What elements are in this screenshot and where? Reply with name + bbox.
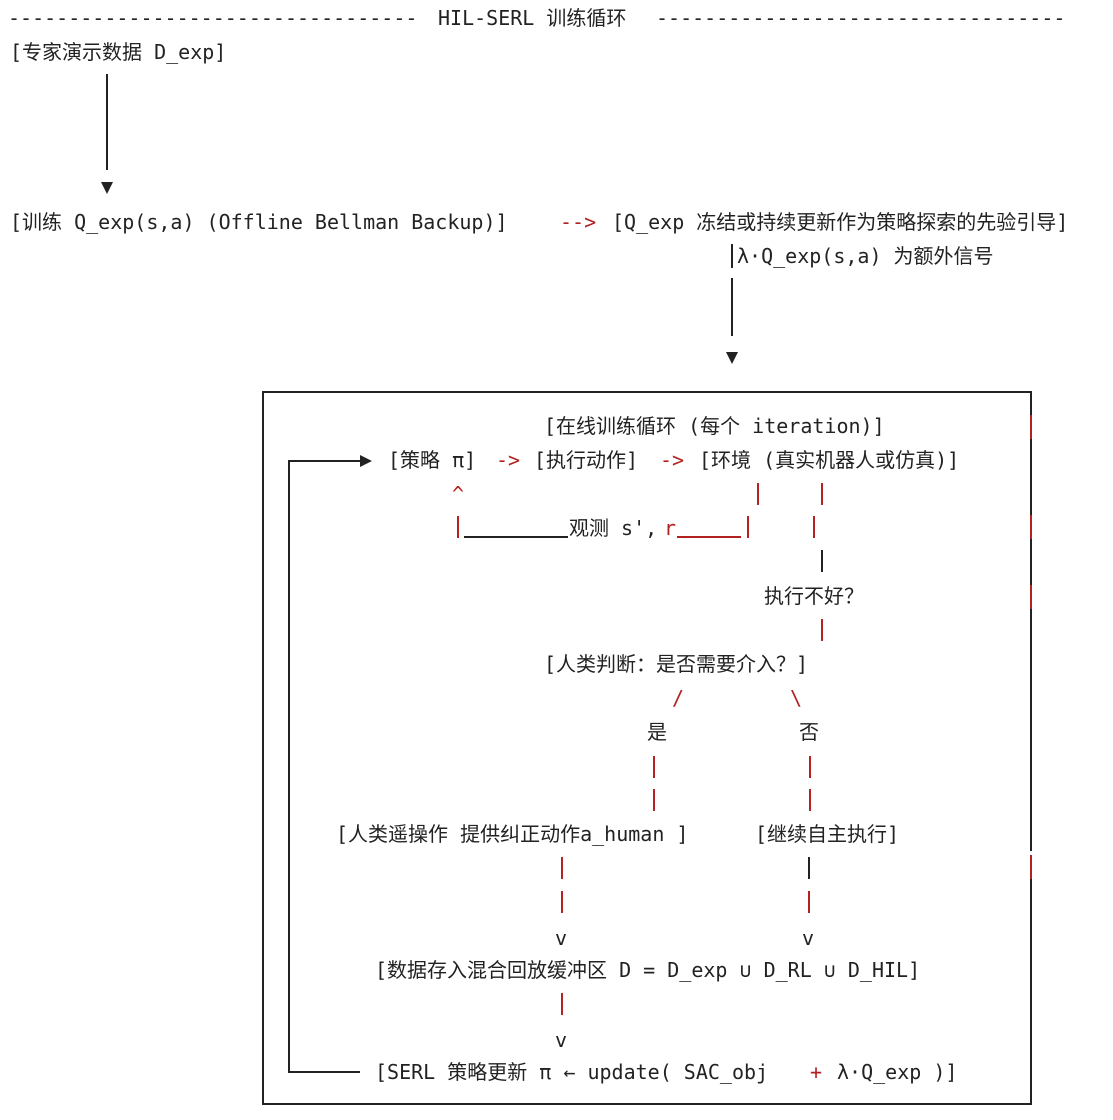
header-dashes-left: ---------------------------------- [8,6,418,30]
expert-data-node: [专家演示数据 D_exp] [10,40,227,64]
teleop-to-store-connector-2 [561,891,563,913]
auto-to-store-arrowhead: v [802,926,815,950]
online-loop-title: [在线训练循环 (每个 iteration)] [544,414,885,438]
loop-box-right-border-bottom [1030,879,1032,1105]
expert-to-train-connector [106,74,108,170]
serl-update-node-end: λ·Q_exp )] [837,1060,958,1084]
action-to-env-arrow: -> [660,448,685,472]
observation-reward: r [664,516,677,540]
loop-box-right-border-mid [1030,451,1032,851]
env-to-check-connector-2 [813,516,815,538]
no-label: 否 [799,720,819,744]
buffer-to-update-connector [561,993,563,1015]
feedback-loop-top-segment [288,460,360,462]
header-dashes-right: ---------------------------------- [656,6,1066,30]
serl-update-node: [SERL 策略更新 π ← update( SAC_obj [375,1060,769,1084]
bad-execution-check: 执行不好？ [764,584,864,608]
train-to-qexp-arrow: --> [560,210,597,234]
diagram-title: HIL-SERL 训练循环 [438,6,627,30]
policy-node: [策略 π] [388,448,477,472]
no-connector-2 [809,789,811,811]
policy-to-action-arrow: -> [496,448,521,472]
qexp-to-loop-arrowhead [726,352,738,364]
env-observation-connector-1 [757,483,759,505]
observation-underline-right [677,536,741,538]
auto-to-store-connector-2 [808,891,810,913]
continue-auto-node: [继续自主执行] [755,822,900,846]
no-branch-slash: \ [790,686,803,710]
human-teleop-node: [人类遥操作 提供纠正动作a_human ] [336,822,689,846]
observation-left-connector [457,516,459,538]
expert-to-train-arrowhead [101,182,113,194]
yes-connector-2 [653,789,655,811]
observation-label: 观测 s', [569,516,658,540]
check-to-judge-connector [821,619,823,641]
loop-box-right-border-accent-2 [1030,515,1032,539]
loop-box-top-border [262,391,1032,393]
yes-label: 是 [647,720,667,744]
env-to-check-connector-1 [821,483,823,505]
yes-branch-slash: / [672,686,685,710]
loop-box-right-border-accent-1 [1030,415,1032,439]
auto-to-store-connector-1 [808,857,810,879]
no-connector-1 [809,756,811,778]
qexp-frozen-node: [Q_exp 冻结或持续更新作为策略探索的先验引导] [612,210,1069,234]
qexp-connector-top [731,244,733,268]
teleop-to-store-arrowhead: v [555,926,568,950]
teleop-to-store-connector-1 [561,857,563,879]
loop-box-right-border-accent-3 [1030,585,1032,609]
loop-box-right-border-accent-4 [1030,855,1032,879]
loop-box-left-border [262,391,264,1105]
human-judge-node: [人类判断：是否需要介入？] [544,652,809,676]
environment-node: [环境 (真实机器人或仿真)] [699,448,960,472]
buffer-to-update-arrowhead: v [555,1028,568,1052]
execute-action-node: [执行动作] [534,448,639,472]
feedback-loop-bottom-segment [288,1071,360,1073]
qexp-to-loop-connector [731,278,733,336]
train-qexp-node: [训练 Q_exp(s,a) (Offline Bellman Backup)] [10,210,508,234]
feedback-loop-line [288,460,290,1072]
feedback-to-policy-arrowhead [360,455,372,467]
env-to-check-connector-3 [821,550,823,572]
observation-up-arrow: ^ [452,482,465,506]
serl-update-plus: + [810,1060,823,1084]
lambda-signal-label: λ·Q_exp(s,a) 为额外信号 [737,244,994,268]
replay-buffer-node: [数据存入混合回放缓冲区 D = D_exp ∪ D_RL ∪ D_HIL] [375,958,921,982]
observation-underline-left [464,536,568,538]
env-observation-connector-2 [747,516,749,538]
loop-box-bottom-border [262,1103,1032,1105]
yes-connector-1 [653,756,655,778]
